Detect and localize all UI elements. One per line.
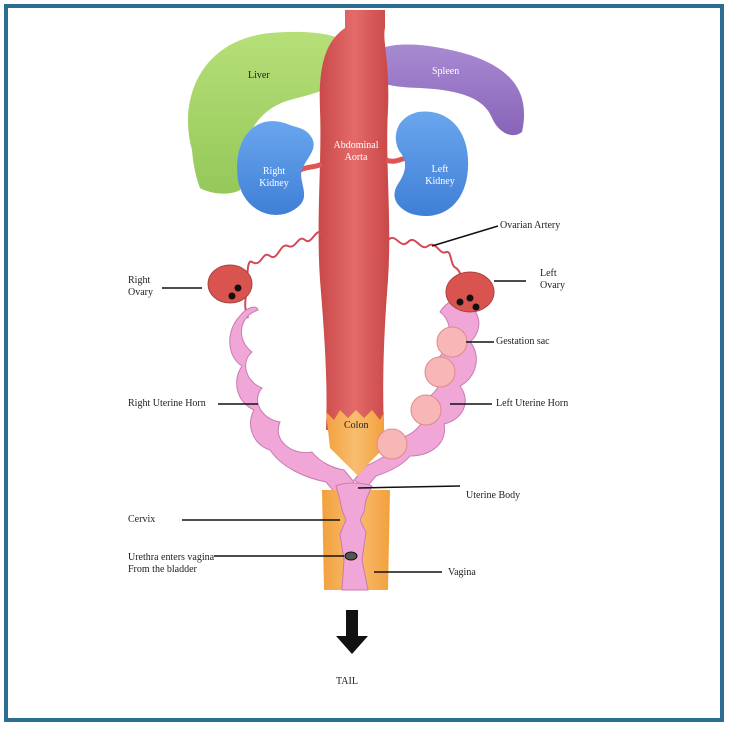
abdominal-aorta-shape xyxy=(319,10,390,430)
right-ovary-label: Right Ovary xyxy=(128,275,153,299)
tail-arrow-icon xyxy=(336,610,368,654)
spleen-label: Spleen xyxy=(432,66,459,78)
right-ovary-follicle-2 xyxy=(229,293,236,300)
uterine-body-leader xyxy=(358,486,460,488)
left-ovary-shape xyxy=(446,272,494,312)
ovarian-artery-label: Ovarian Artery xyxy=(500,220,560,232)
left-ovary-label-line2: Ovary xyxy=(540,280,565,292)
abdominal-aorta-label-line2: Aorta xyxy=(332,152,380,164)
cervix-label: Cervix xyxy=(128,514,155,526)
right-kidney-label-line2: Kidney xyxy=(256,178,292,190)
gestation-sac-3 xyxy=(411,395,441,425)
right-ovary-follicle-1 xyxy=(235,285,242,292)
right-ovary-label-line1: Right xyxy=(128,275,153,287)
left-renal-artery xyxy=(386,158,406,161)
urethra-label-line1: Urethra enters vagina xyxy=(128,552,214,564)
left-kidney-label-line1: Left xyxy=(422,164,458,176)
liver-label: Liver xyxy=(248,70,270,82)
ovarian-artery-leader xyxy=(432,226,498,246)
urethra-opening xyxy=(345,552,357,560)
gestation-sac-1 xyxy=(437,327,467,357)
abdominal-aorta-label: Abdominal Aorta xyxy=(332,140,380,164)
left-ovary-follicle-3 xyxy=(473,304,480,311)
right-ovary-label-line2: Ovary xyxy=(128,287,153,299)
left-ovary-follicle-1 xyxy=(457,299,464,306)
left-ovary-label: Left Ovary xyxy=(540,268,565,292)
tail-label: TAIL xyxy=(336,676,358,688)
vagina-label: Vagina xyxy=(448,567,476,579)
right-uterine-horn-label: Right Uterine Horn xyxy=(128,398,206,410)
left-uterine-horn-label: Left Uterine Horn xyxy=(496,398,568,410)
gestation-sac-2 xyxy=(425,357,455,387)
left-ovary-label-line1: Left xyxy=(540,268,565,280)
colon-label: Colon xyxy=(344,420,368,432)
gestation-sac-4 xyxy=(377,429,407,459)
right-kidney-label-line1: Right xyxy=(256,166,292,178)
uterine-body-label: Uterine Body xyxy=(466,490,520,502)
left-kidney-label-line2: Kidney xyxy=(422,176,458,188)
urethra-label-line2: From the bladder xyxy=(128,564,214,576)
left-ovary-follicle-2 xyxy=(467,295,474,302)
left-kidney-label: Left Kidney xyxy=(422,164,458,188)
gestation-sac-label: Gestation sac xyxy=(496,336,550,348)
right-kidney-label: Right Kidney xyxy=(256,166,292,190)
right-ovarian-artery xyxy=(245,232,322,318)
urethra-label: Urethra enters vagina From the bladder xyxy=(128,552,214,576)
abdominal-aorta-label-line1: Abdominal xyxy=(332,140,380,152)
